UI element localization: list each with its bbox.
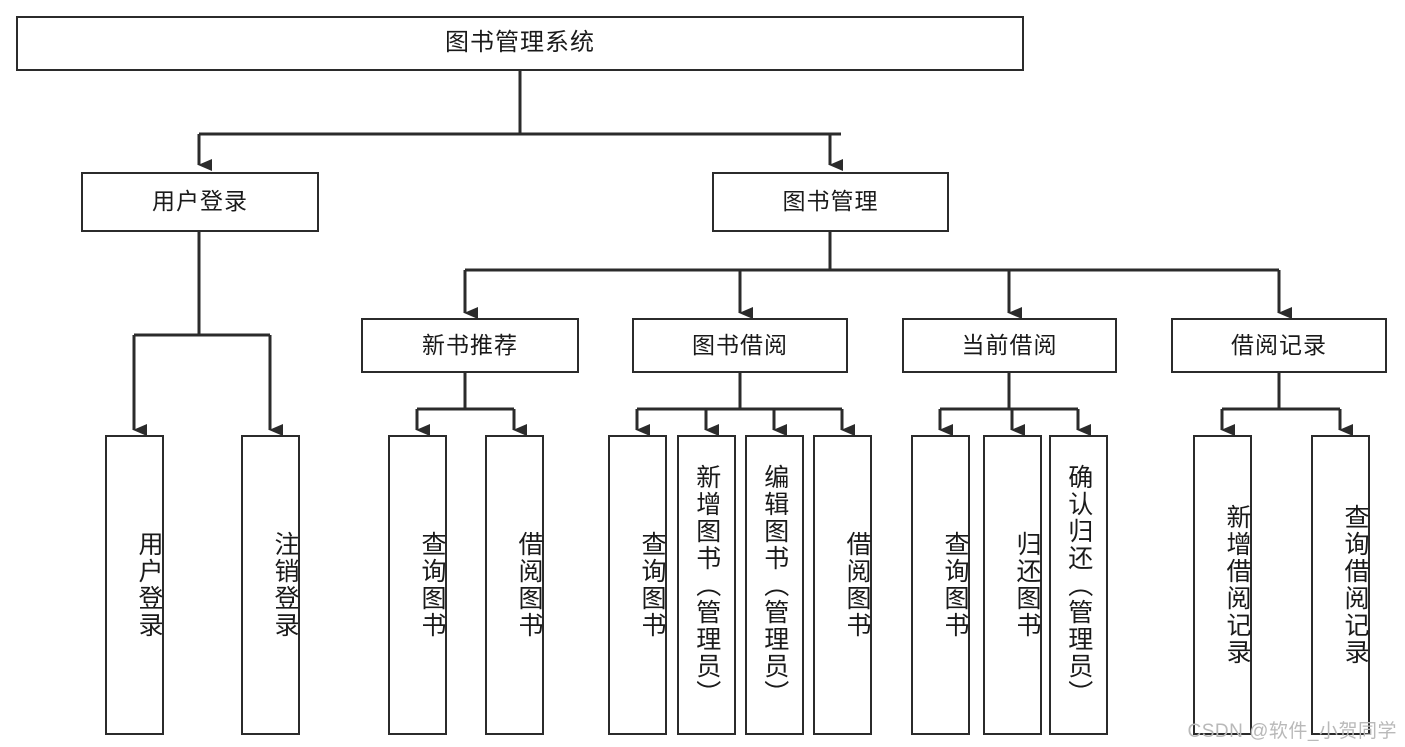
leaf-current-return-book[interactable]: 归还图书: [983, 435, 1042, 735]
node-label: 当前借阅: [961, 331, 1058, 358]
node-label: 注销登录: [271, 531, 299, 639]
leaf-record-add-record[interactable]: 新增借阅记录: [1193, 435, 1252, 735]
leaf-new-book-query[interactable]: 查询图书: [388, 435, 447, 735]
node-label: 图书借阅: [692, 331, 788, 358]
node-label: 图书管理: [782, 188, 879, 215]
leaf-borrow-add-book[interactable]: 新增图书（管理员）: [677, 435, 736, 735]
node-label: 借阅图书: [515, 531, 543, 639]
node-current-borrow[interactable]: 当前借阅: [902, 318, 1117, 373]
node-label: 确认归还（管理员）: [1064, 463, 1093, 707]
csdn-watermark: CSDN @软件_小贺同学: [1187, 721, 1397, 742]
leaf-record-query-record[interactable]: 查询借阅记录: [1311, 435, 1370, 735]
node-new-book-recommend[interactable]: 新书推荐: [361, 318, 579, 373]
leaf-current-query-book[interactable]: 查询图书: [911, 435, 970, 735]
node-label: 归还图书: [1013, 531, 1041, 639]
leaf-borrow-borrow-book[interactable]: 借阅图书: [813, 435, 872, 735]
leaf-current-confirm-return[interactable]: 确认归还（管理员）: [1049, 435, 1108, 735]
leaf-borrow-edit-book[interactable]: 编辑图书（管理员）: [745, 435, 804, 735]
node-label: 用户登录: [135, 531, 163, 639]
node-book-management[interactable]: 图书管理: [712, 172, 949, 232]
node-user-login[interactable]: 用户登录: [81, 172, 319, 232]
leaf-user-login-login[interactable]: 用户登录: [105, 435, 164, 735]
node-label: 查询借阅记录: [1341, 504, 1369, 666]
node-label: 编辑图书（管理员）: [760, 463, 789, 707]
node-borrow-record[interactable]: 借阅记录: [1171, 318, 1387, 373]
leaf-new-book-borrow[interactable]: 借阅图书: [485, 435, 544, 735]
node-label: 借阅记录: [1231, 331, 1327, 358]
node-label: 新增图书（管理员）: [692, 463, 721, 707]
node-label: 查询图书: [941, 531, 969, 639]
node-label: 查询图书: [638, 531, 666, 639]
node-label: 新增借阅记录: [1223, 504, 1251, 666]
node-book-borrow[interactable]: 图书借阅: [632, 318, 848, 373]
node-label: 新书推荐: [422, 331, 518, 358]
node-label: 查询图书: [418, 531, 446, 639]
node-label: 用户登录: [152, 188, 248, 215]
leaf-borrow-query-book[interactable]: 查询图书: [608, 435, 667, 735]
node-label: 借阅图书: [843, 531, 871, 639]
node-label: 图书管理系统: [445, 29, 595, 57]
leaf-user-login-logout[interactable]: 注销登录: [241, 435, 300, 735]
node-root-system[interactable]: 图书管理系统: [16, 16, 1024, 71]
